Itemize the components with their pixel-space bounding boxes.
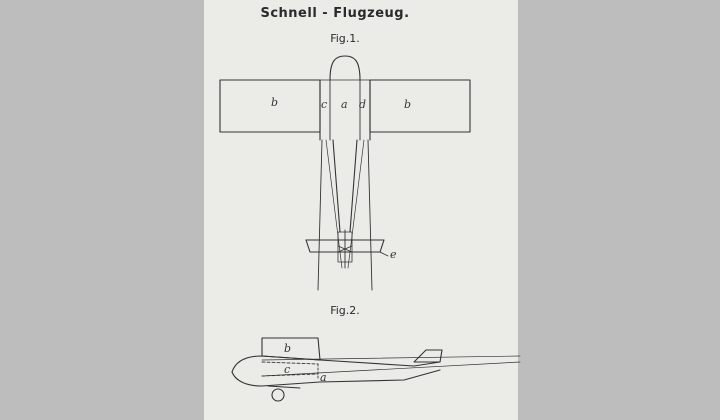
- wing-box: [261, 337, 321, 361]
- tail-fin: [413, 349, 443, 363]
- left-wing: [219, 79, 321, 133]
- label-inner-left: c: [321, 98, 327, 111]
- fuselage-side: [231, 355, 441, 373]
- right-wing: [369, 79, 471, 133]
- label-tail: e: [390, 248, 397, 261]
- tail-booms: [317, 139, 373, 291]
- figure-1-caption: Fig.1.: [330, 32, 360, 45]
- center-section: [319, 79, 371, 141]
- label-inner-right: d: [359, 98, 366, 111]
- label-wing-right: b: [404, 98, 411, 111]
- document-title: Schnell - Flugzeug.: [260, 6, 410, 21]
- label-center: a: [341, 98, 348, 111]
- figure-1-top-view: [219, 55, 471, 291]
- figure-2-side-view: [231, 337, 521, 402]
- document-sheet: [204, 0, 518, 420]
- label-wing-left: b: [271, 96, 278, 109]
- label-side-top: b: [284, 342, 291, 355]
- label-side-middle: c: [284, 363, 290, 376]
- figure-2-caption: Fig.2.: [330, 304, 360, 317]
- fuselage-nose: [329, 55, 361, 81]
- fuselage-body: [332, 139, 358, 233]
- propeller: [337, 229, 353, 269]
- label-side-lower: a: [320, 371, 327, 384]
- landing-wheel: [271, 388, 285, 402]
